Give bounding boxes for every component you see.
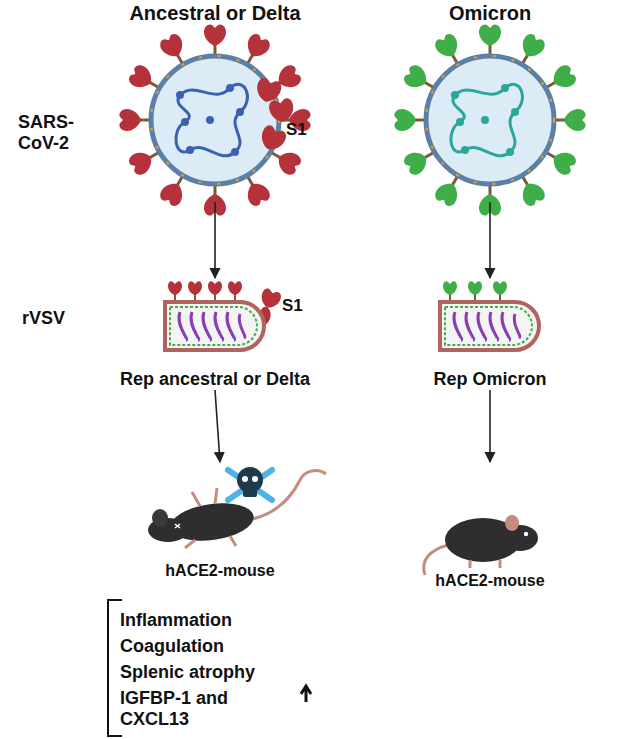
node-caption: Omicron [400,2,580,25]
subunit-label: S1 [286,120,326,140]
flow-arrow [214,202,216,278]
virus-omicron [394,24,585,215]
up-arrow [301,686,311,702]
virus-ancestral [119,24,310,215]
rvsv-particle-omicron [440,281,539,350]
flow-arrow [489,202,491,278]
rvsv-group: Rep Omicron [410,278,570,390]
outcome-item: Splenic atrophy [120,662,380,683]
outcome-item: Coagulation [120,636,380,657]
virus-group: Omicron [400,2,580,202]
outcome-item: Inflammation [120,610,380,631]
node-caption: hACE2-mouse [400,572,580,590]
bracket [108,600,122,736]
node-caption: Ancestral or Delta [90,2,340,25]
virus-label: SARS-CoV-2 [18,112,80,153]
flow-arrow [215,390,220,462]
node-caption: Rep Omicron [410,369,570,390]
virus-group: Ancestral or Delta [90,2,340,202]
rvsv-particle-ancestral [165,281,283,350]
vector-label: rVSV [22,308,92,329]
mouse-group: hACE2-mouse [400,462,580,590]
rvsv-group: Rep ancestral or Delta [105,278,325,390]
mouse-dead [148,467,326,548]
mouse-alive [424,515,538,575]
skull-symbol [228,467,272,500]
subunit-label: S1 [282,296,322,316]
node-caption: hACE2-mouse [115,562,325,580]
outcome-item: IGFBP-1 and CXCL13 [120,688,300,729]
node-caption: Rep ancestral or Delta [105,369,325,390]
mouse-group: hACE2-mouse [115,462,325,580]
flow-arrow [489,390,491,462]
